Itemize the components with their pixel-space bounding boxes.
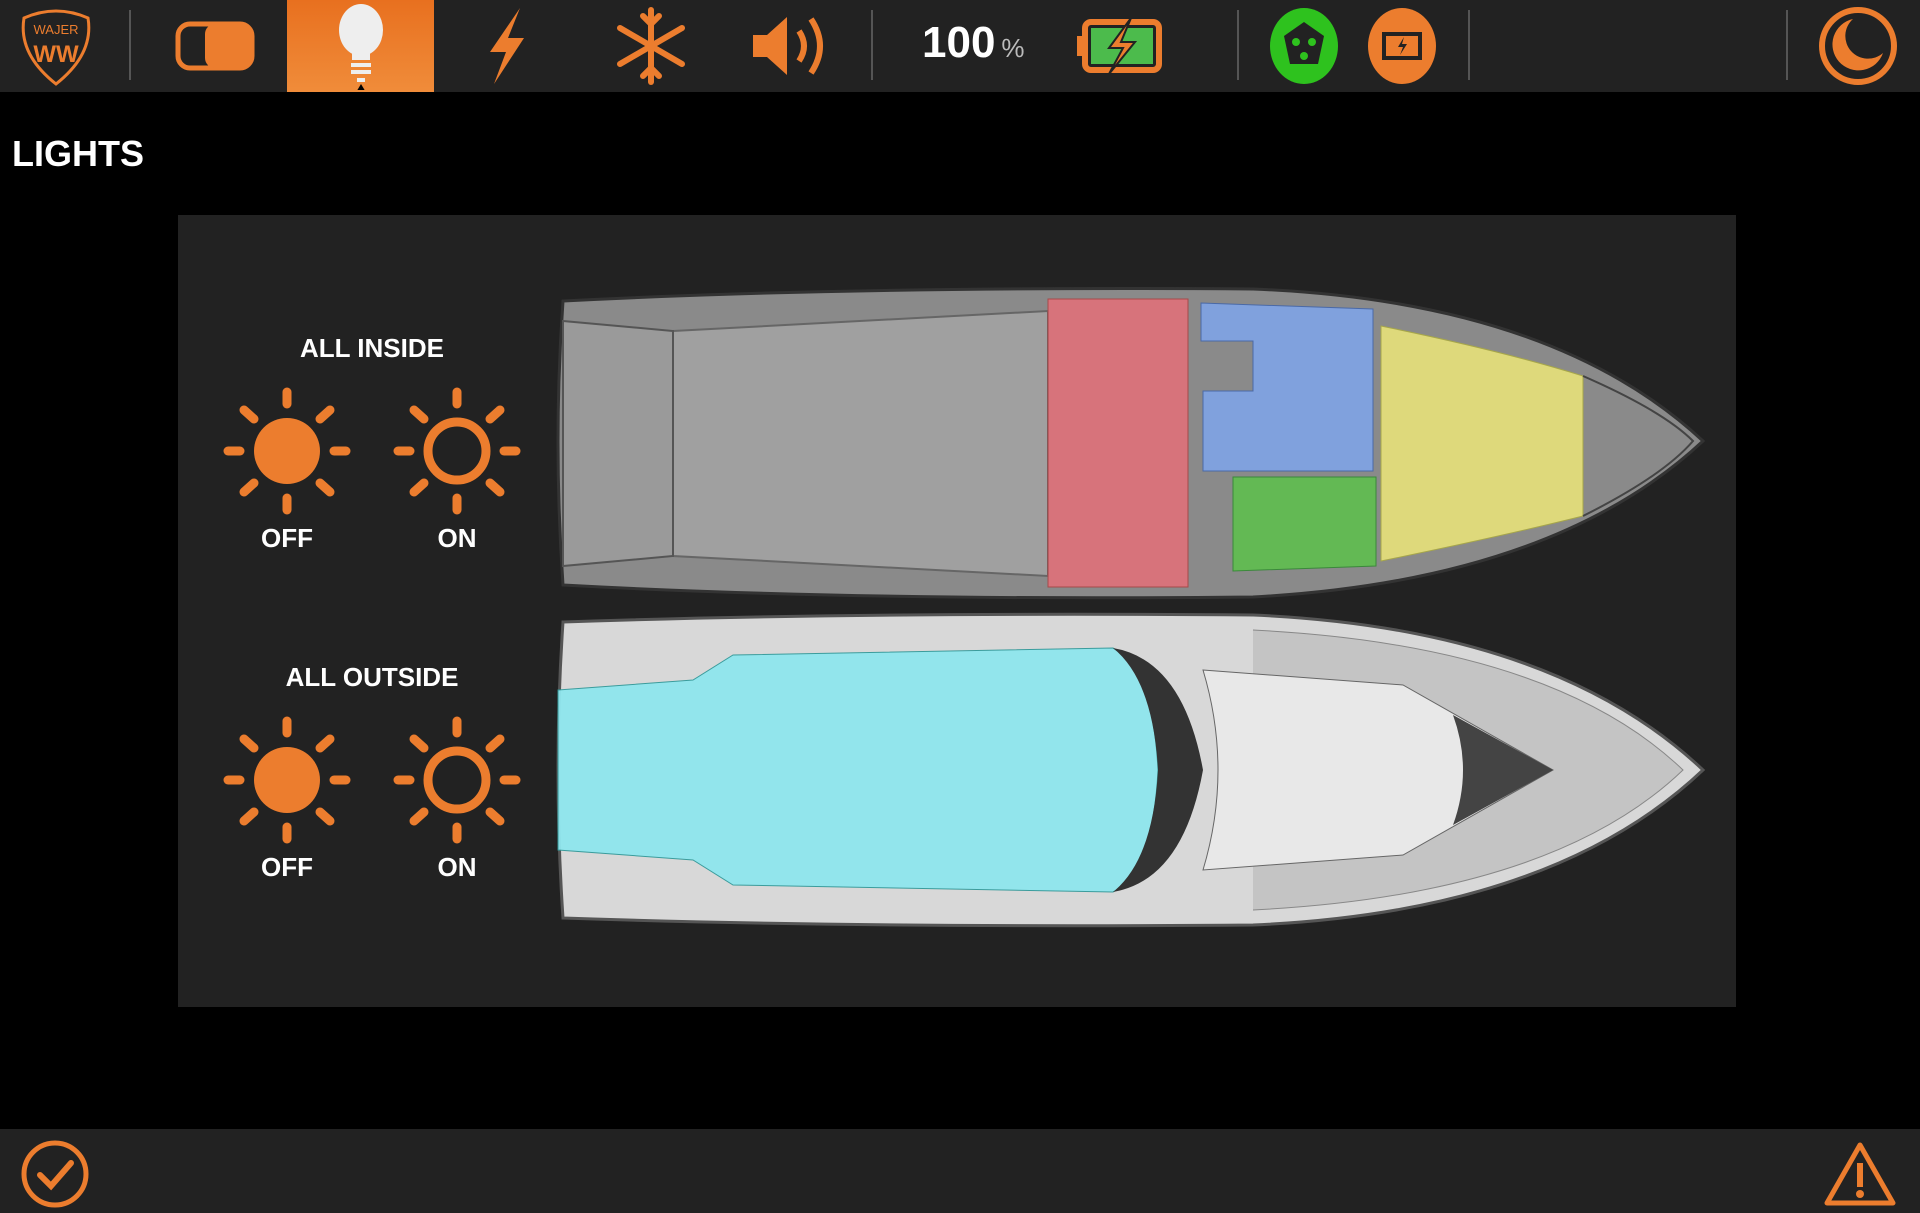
- svg-text:WW: WW: [33, 41, 79, 68]
- exterior-boat-plan: [556, 612, 1706, 928]
- lightning-icon: [490, 8, 524, 84]
- shore-power-button[interactable]: [1268, 0, 1340, 92]
- wajer-logo: WAJER WW: [10, 0, 102, 92]
- top-bar: WAJER WW 100%: [0, 0, 1920, 92]
- inside-off-label: OFF: [261, 523, 313, 553]
- all-outside-title: ALL OUTSIDE: [285, 662, 459, 692]
- inside-off-button[interactable]: [222, 386, 352, 516]
- speaker-icon: [753, 17, 823, 75]
- zone-blue[interactable]: [1200, 302, 1374, 472]
- charger-button[interactable]: [1366, 0, 1438, 92]
- divider: [1786, 10, 1788, 80]
- light-bulb-icon: [338, 4, 383, 90]
- zone-green[interactable]: [1232, 476, 1377, 572]
- battery-status[interactable]: [1072, 0, 1164, 92]
- divider: [1237, 10, 1239, 80]
- warning-icon[interactable]: [1824, 1141, 1896, 1207]
- divider: [129, 10, 131, 80]
- power-tab[interactable]: [460, 0, 552, 92]
- sun-filled-icon: [223, 387, 351, 515]
- charger-icon: [1368, 8, 1436, 84]
- snowflake-icon: [617, 7, 685, 85]
- page-title: LIGHTS: [12, 133, 144, 174]
- battery-percent: 100%: [922, 18, 1025, 67]
- sun-outline-icon: [393, 387, 521, 515]
- sun-outline-icon: [393, 716, 521, 844]
- switches-tab[interactable]: [160, 0, 270, 92]
- divider: [1468, 10, 1470, 80]
- outside-on-button[interactable]: [392, 715, 522, 845]
- lights-tab[interactable]: [287, 0, 434, 92]
- check-icon[interactable]: [20, 1139, 90, 1209]
- svg-text:WAJER: WAJER: [33, 22, 78, 37]
- night-mode-icon: [1819, 7, 1897, 85]
- lights-panel: ALL INSIDE OFF ON ALL OUTSIDE OFF ON: [178, 215, 1736, 1007]
- all-inside-title: ALL INSIDE: [300, 333, 444, 363]
- sun-filled-icon: [223, 716, 351, 844]
- zone-red[interactable]: [1047, 298, 1189, 588]
- inside-on-button[interactable]: [392, 386, 522, 516]
- outside-off-label: OFF: [261, 852, 313, 882]
- shore-power-icon: [1270, 8, 1338, 84]
- divider: [871, 10, 873, 80]
- interior-boat-plan: [556, 287, 1706, 600]
- toggle-icon: [175, 21, 255, 71]
- zone-cyan[interactable]: [557, 647, 1159, 893]
- battery-icon: [1077, 18, 1162, 74]
- outside-off-button[interactable]: [222, 715, 352, 845]
- outside-on-label: ON: [437, 852, 477, 882]
- night-mode-button[interactable]: [1812, 0, 1904, 92]
- inside-on-label: ON: [437, 523, 477, 553]
- climate-tab[interactable]: [605, 0, 697, 92]
- bottom-bar: [0, 1129, 1920, 1213]
- audio-tab[interactable]: [745, 0, 837, 92]
